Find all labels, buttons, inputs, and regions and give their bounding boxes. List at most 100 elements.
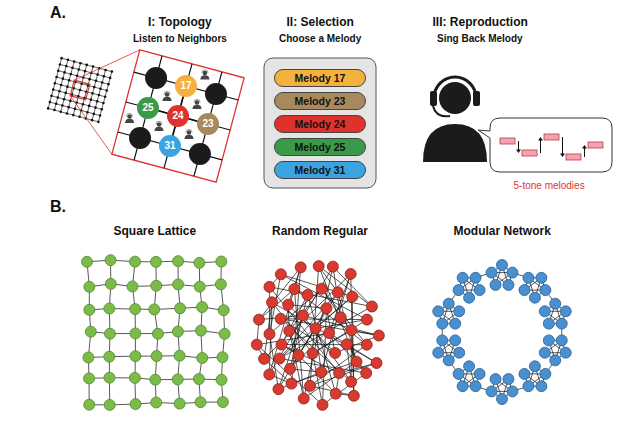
tone-block — [544, 134, 559, 140]
lattice-dot — [47, 107, 50, 110]
lattice-dot — [68, 79, 71, 82]
lattice-dot — [66, 112, 69, 115]
random-node — [305, 380, 316, 391]
lattice-dot — [86, 111, 89, 114]
person-icon — [192, 105, 201, 109]
random-node — [341, 339, 352, 350]
modular-node — [536, 272, 547, 283]
network-link — [269, 287, 339, 373]
lattice-node — [194, 281, 205, 292]
lattice-dot — [94, 106, 97, 109]
random-node — [361, 368, 372, 379]
random-node — [366, 301, 377, 312]
modular-node — [464, 361, 475, 372]
modular-node — [470, 272, 481, 283]
person-icon — [200, 75, 209, 79]
lattice-dot — [97, 121, 100, 124]
lattice-node — [151, 397, 162, 408]
lattice-dot — [72, 114, 75, 117]
lattice-dot — [103, 75, 106, 78]
lattice-node — [104, 372, 115, 383]
lattice-node — [151, 351, 162, 362]
headset-icon — [202, 70, 208, 73]
lattice-dot — [49, 101, 52, 104]
link-line — [159, 111, 168, 113]
random-node — [284, 325, 295, 336]
person-icon — [157, 122, 162, 127]
lattice-dot — [85, 64, 88, 67]
lattice-dot — [61, 104, 64, 107]
lattice-node — [127, 281, 138, 292]
lattice-node — [219, 328, 230, 339]
player-circle: 25 — [137, 97, 159, 119]
random-node — [316, 283, 327, 294]
network-link — [288, 267, 301, 304]
lattice-node — [194, 257, 205, 268]
lattice-dot — [78, 115, 81, 118]
network-title: Square Lattice — [114, 225, 197, 238]
grid-line — [60, 64, 110, 77]
random-node — [345, 268, 356, 279]
melody-option: Melody 25 — [274, 138, 366, 156]
modular-node — [474, 368, 485, 379]
lattice-link — [173, 127, 175, 136]
lattice-dot — [99, 114, 102, 117]
lattice-dot — [59, 110, 62, 113]
grid-line — [92, 70, 105, 120]
melody-option: Melody 17 — [274, 69, 366, 87]
modular-node — [443, 355, 454, 366]
lattice-node — [150, 256, 161, 267]
random-node — [274, 353, 285, 364]
step-subtitle: Listen to Neighbors — [133, 33, 227, 44]
random-node — [346, 376, 357, 387]
random-node — [334, 368, 345, 379]
other-player — [145, 67, 167, 89]
modular-node — [457, 272, 468, 283]
lattice-dot — [104, 95, 107, 98]
random-node — [310, 323, 321, 334]
melody-option: Melody 31 — [274, 161, 366, 179]
lattice-dot — [55, 102, 58, 105]
headset-mic — [433, 106, 450, 116]
grid-line — [98, 72, 111, 122]
other-player — [189, 143, 211, 165]
melody-label: Melody 24 — [295, 119, 346, 130]
tone-block — [566, 154, 581, 160]
lattice-dot — [91, 92, 94, 95]
lattice-node — [217, 352, 228, 363]
modular-node — [474, 285, 485, 296]
random-node — [316, 367, 327, 378]
modular-node — [519, 285, 530, 296]
speech-bubble — [478, 118, 612, 172]
person-icon — [165, 92, 170, 97]
lattice-node — [152, 328, 163, 339]
network-link — [259, 267, 301, 319]
headset-cup — [430, 91, 437, 106]
lattice-dot — [73, 60, 76, 63]
lattice-dot — [88, 78, 91, 81]
lattice-dot — [92, 113, 95, 116]
pitch-arrow — [540, 139, 541, 153]
lattice-dot — [84, 70, 87, 73]
modular-node — [539, 306, 550, 317]
player-circle: 31 — [159, 135, 181, 157]
lattice-node — [174, 350, 185, 361]
person-icon — [163, 97, 172, 101]
modular-node — [539, 347, 550, 358]
zoom-line — [70, 96, 112, 155]
random-node — [330, 347, 341, 358]
melody-label: Melody 31 — [295, 165, 346, 176]
lattice-dot — [82, 103, 85, 106]
lattice-node — [173, 279, 184, 290]
lattice-node — [197, 352, 208, 363]
lattice-node — [130, 304, 141, 315]
lattice-link — [181, 97, 183, 106]
network-link — [281, 318, 367, 320]
headset-icon — [126, 113, 132, 116]
random-node — [298, 393, 309, 404]
random-node — [317, 399, 328, 410]
network-link — [313, 353, 323, 405]
grid-line — [57, 77, 107, 90]
zoom-marker — [70, 80, 90, 100]
headset-icon — [156, 121, 162, 124]
